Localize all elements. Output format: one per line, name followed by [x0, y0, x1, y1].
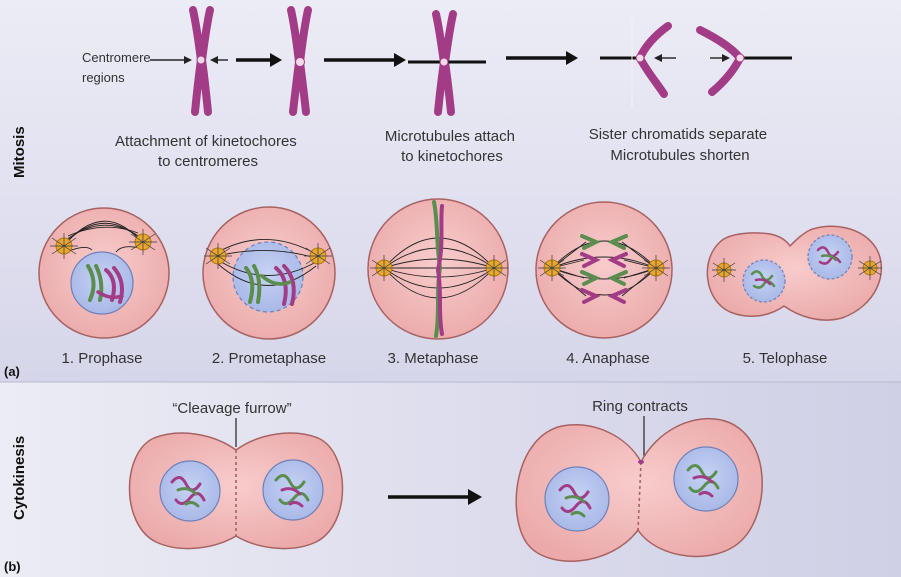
sequence-arrow-1	[236, 53, 282, 67]
caption-microtubules-attach: Microtubules attach to kinetochores	[385, 128, 519, 165]
centrosome-right	[304, 243, 332, 269]
mitosis-side-label: Mitosis	[11, 126, 28, 178]
centrosome-left	[712, 258, 736, 282]
chromosome-3	[408, 10, 486, 116]
cytokinesis-side-label: Cytokinesis	[11, 436, 28, 520]
dividing-cell-before	[128, 432, 344, 550]
centrosome-left	[204, 243, 232, 269]
separating-chromatids	[600, 14, 792, 108]
anaphase-cell	[535, 201, 673, 339]
centrosome-left	[370, 255, 398, 281]
label-prophase: 1. Prophase	[62, 350, 143, 367]
centrosome-left	[50, 233, 78, 259]
caption-attachment: Attachment of kinetochores to centromere…	[115, 133, 301, 170]
ring-contracts-label: Ring contracts	[592, 398, 688, 415]
centrosome-right	[129, 229, 157, 255]
sequence-arrow-2	[324, 53, 406, 67]
centrosome-left	[538, 255, 566, 281]
prometaphase-cell	[202, 206, 336, 340]
centrosome-right	[480, 255, 508, 281]
sequence-arrow-3	[506, 51, 578, 65]
centrosome-right	[858, 256, 882, 280]
telophase-cell	[706, 225, 883, 321]
label-anaphase: 4. Anaphase	[566, 350, 649, 367]
dividing-cell-after	[515, 417, 763, 562]
label-prometaphase: 2. Prometaphase	[212, 350, 326, 367]
cytokinesis-arrow	[388, 489, 482, 505]
cleavage-furrow-label: “Cleavage furrow”	[172, 400, 291, 417]
panel-a-label: (a)	[4, 364, 20, 379]
prophase-cell	[38, 207, 170, 339]
label-metaphase: 3. Metaphase	[388, 350, 479, 367]
metaphase-cell	[367, 198, 509, 340]
label-telophase: 5. Telophase	[743, 350, 828, 367]
centrosome-right	[642, 255, 670, 281]
chromosome-sequence: Centromere regions	[82, 6, 792, 170]
chromosome-1	[189, 6, 214, 116]
centromere-label: Centromere regions	[82, 50, 154, 85]
chromosome-2	[287, 6, 312, 116]
panel-b-label: (b)	[4, 559, 21, 574]
caption-separation: Sister chromatids separate Microtubules …	[589, 126, 772, 164]
